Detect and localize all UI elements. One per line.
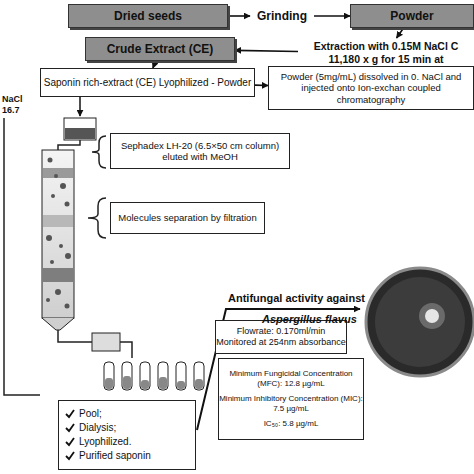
note-box: Powder (5mg/mL) dissolved in 0. NaCl and… bbox=[268, 66, 474, 110]
reservoir bbox=[64, 118, 96, 140]
organism-label: Aspergillus flavus bbox=[262, 313, 357, 325]
step-text: Extraction with 0.15M NaCl C 11,180 x g … bbox=[298, 38, 474, 68]
agar-surface bbox=[375, 277, 465, 367]
uv-detector bbox=[92, 333, 120, 351]
check-mark-path bbox=[66, 424, 74, 431]
list-item: Dialysis; bbox=[79, 422, 116, 434]
check-mark-path bbox=[66, 410, 74, 417]
list-row: Dialysis; bbox=[65, 422, 116, 434]
column-band bbox=[43, 215, 73, 227]
list-item: Purified saponin bbox=[79, 450, 151, 462]
flow-arrow bbox=[397, 28, 404, 38]
node-text: Grinding bbox=[257, 9, 307, 23]
node-text: Sephadex LH-20 (6.5×50 cm column) eluted… bbox=[111, 140, 289, 163]
axis-label: 16.7 bbox=[2, 105, 20, 115]
flow-arrow bbox=[153, 61, 156, 68]
feed-arrow bbox=[79, 97, 81, 116]
note-box: Flowrate: 0.170ml/min Monitored at 254nm… bbox=[215, 320, 347, 354]
node-text: Saponin rich-extract (CE) Lyophilized - … bbox=[44, 77, 252, 89]
process-box: Crude Extract (CE) bbox=[85, 37, 235, 61]
node-text: Minimum Fungicidal Concentration (MFC): … bbox=[219, 369, 363, 388]
check-mark-path bbox=[66, 452, 74, 459]
fraction-tubes bbox=[104, 362, 204, 390]
node-text: Crude Extract (CE) bbox=[107, 42, 214, 56]
list-row: Lyophilized. bbox=[65, 436, 131, 448]
node-text: Molecules separation by filtration bbox=[118, 212, 256, 223]
list-item: Lyophilized. bbox=[79, 436, 131, 448]
node-text: Flowrate: 0.170ml/min Monitored at 254nm… bbox=[216, 326, 346, 348]
inhibition-halo bbox=[419, 303, 445, 329]
note-box: Molecules separation by filtration bbox=[110, 202, 265, 234]
list-item: Pool; bbox=[79, 408, 102, 420]
check-mark bbox=[65, 423, 75, 433]
process-box: Dried seeds bbox=[68, 4, 228, 28]
result-label: Antifungal activity against bbox=[228, 292, 365, 304]
axis-label: NaCl bbox=[2, 94, 23, 104]
flow-arrow bbox=[235, 50, 298, 51]
steps-list: Pool; Dialysis; Lyophilized. Purified sapon… bbox=[58, 400, 196, 470]
check-mark bbox=[65, 437, 75, 447]
flow-arrow bbox=[228, 15, 250, 17]
process-box: Saponin rich-extract (CE) Lyophilized - … bbox=[40, 68, 255, 97]
outlet-tube bbox=[58, 330, 92, 342]
sample-well bbox=[425, 309, 439, 323]
petri-dish bbox=[366, 268, 474, 376]
node-text: Extraction with 0.15M NaCl C 11,180 x g … bbox=[298, 40, 474, 65]
step-text: Grinding bbox=[250, 4, 314, 28]
node-text: Dried seeds bbox=[114, 9, 182, 23]
feed-tube bbox=[58, 140, 80, 150]
reservoir-liquid bbox=[65, 128, 95, 139]
elution-line bbox=[4, 118, 40, 395]
column-outlet bbox=[42, 318, 74, 330]
result-box: Minimum Fungicidal Concentration (MFC): … bbox=[218, 358, 364, 440]
list-row: Purified saponin bbox=[65, 450, 151, 462]
node-text: Powder bbox=[390, 9, 433, 23]
process-box: Powder bbox=[350, 4, 474, 28]
check-mark bbox=[65, 451, 75, 461]
check-mark bbox=[65, 409, 75, 419]
flow-arrow bbox=[314, 15, 350, 17]
note-box: Sephadex LH-20 (6.5×50 cm column) eluted… bbox=[110, 133, 290, 169]
column-beads bbox=[46, 158, 71, 309]
flow-arrow bbox=[255, 84, 268, 86]
collector-tube bbox=[120, 342, 132, 358]
bracket bbox=[92, 136, 106, 168]
node-text: Powder (5mg/mL) dissolved in 0. NaCl and… bbox=[269, 71, 473, 105]
bracket bbox=[88, 198, 106, 238]
sephadex-column bbox=[42, 150, 74, 318]
list-row: Pool; bbox=[65, 408, 102, 420]
check-mark-path bbox=[66, 438, 74, 445]
column-band bbox=[43, 168, 73, 178]
node-text: IC₅₀: 5.8 µg/mL bbox=[264, 419, 319, 429]
node-text: Minimum Inhibitory Concentration (MIC): … bbox=[219, 394, 363, 413]
column-band bbox=[43, 268, 73, 282]
